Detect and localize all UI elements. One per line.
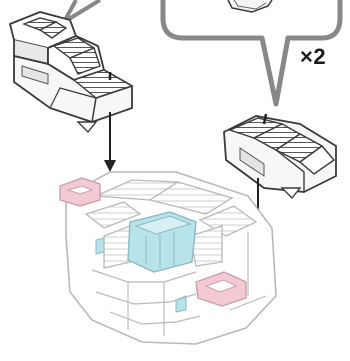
left-pointer <box>62 0 102 24</box>
callout-bubble <box>160 0 343 107</box>
base-assembly <box>59 171 277 345</box>
quantity-label: ×2 <box>300 44 327 69</box>
right-sub-assembly <box>223 113 337 200</box>
placement-arrow-left <box>104 112 116 172</box>
left-sub-assembly <box>8 11 134 134</box>
